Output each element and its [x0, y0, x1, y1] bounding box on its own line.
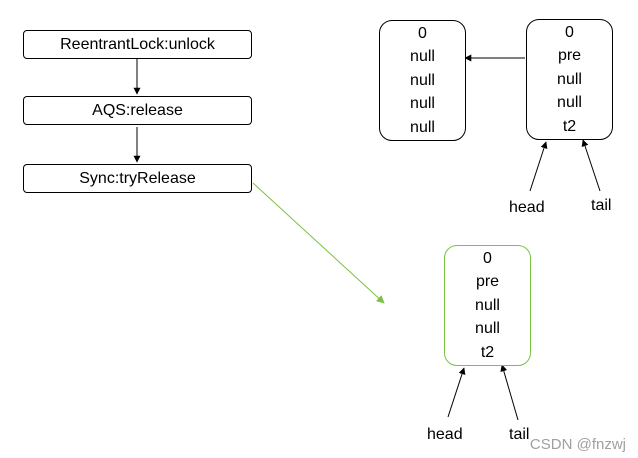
watermark: CSDN @fnzwj — [529, 436, 626, 453]
tail-label-bottom: tail — [509, 426, 530, 443]
node-field: null — [410, 118, 435, 136]
node-field: null — [475, 320, 500, 338]
head-label-top: head — [509, 199, 545, 216]
tail-arrow-top — [581, 139, 601, 192]
node-field: pre — [557, 47, 582, 65]
head-label-bottom: head — [427, 426, 463, 443]
tail-arrow-bottom — [500, 364, 519, 421]
green-arrow — [252, 182, 385, 304]
node-field: null — [410, 95, 435, 113]
node-field: null — [557, 70, 582, 88]
flow-step-label: AQS:release — [92, 101, 183, 119]
flow-step-label: ReentrantLock:unlock — [60, 35, 215, 53]
node-t2-bottom: 0 pre null null t2 — [444, 245, 531, 366]
flow-step-label: Sync:tryRelease — [79, 169, 196, 187]
node-t2-top: 0 pre null null t2 — [526, 19, 613, 140]
node-field: null — [475, 296, 500, 314]
node-field: 0 — [483, 249, 492, 267]
flow-step-sync-tryrelease: Sync:tryRelease — [23, 164, 252, 193]
flow-step-aqs-release: AQS:release — [23, 96, 252, 125]
node-field: t2 — [480, 343, 495, 361]
node-field: t2 — [562, 117, 577, 135]
node-field: null — [557, 94, 582, 112]
head-arrow-top — [529, 141, 548, 192]
node-field: 0 — [418, 24, 427, 42]
node-field: 0 — [565, 23, 574, 41]
node-field: null — [410, 48, 435, 66]
tail-label-top: tail — [591, 197, 612, 214]
node-old-head: 0 null null null null — [379, 20, 466, 141]
flow-step-reentrantlock-unlock: ReentrantLock:unlock — [23, 30, 252, 59]
head-arrow-bottom — [447, 367, 466, 418]
node-field: null — [410, 71, 435, 89]
node-field: pre — [475, 273, 500, 291]
